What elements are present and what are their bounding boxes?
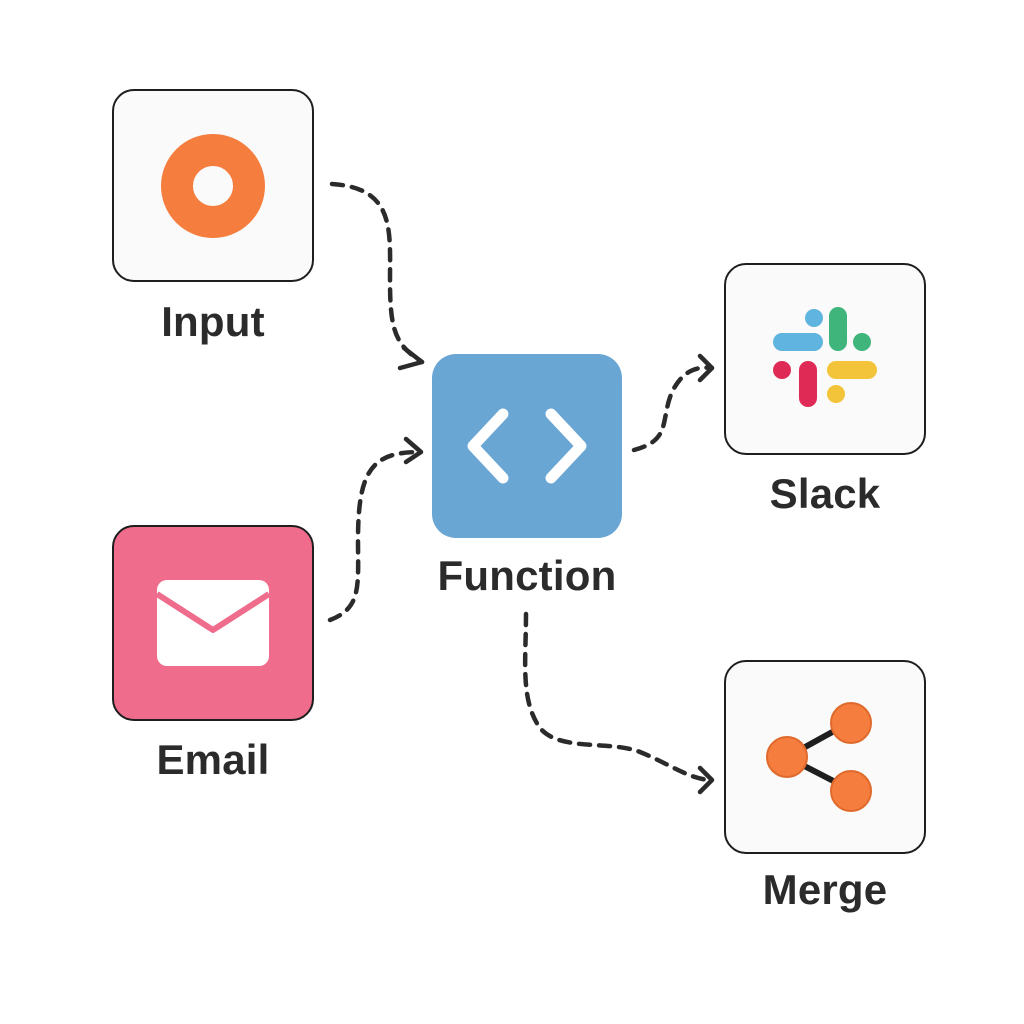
edge-function-to-slack[interactable] [631,365,715,453]
edge-function-to-merge[interactable] [522,611,715,783]
envelope-icon [155,580,271,666]
input-node[interactable] [112,89,314,282]
share-icon [766,702,872,812]
edge-function-to-merge-arrow [697,765,715,795]
email-node[interactable] [112,525,314,721]
edge-email-to-function-arrow [403,436,424,465]
ring-icon [161,133,265,238]
function-node-label: Function [437,552,617,599]
slack-node[interactable] [724,263,926,455]
edge-input-to-function[interactable] [329,181,425,365]
edge-function-to-slack-arrow [697,353,715,383]
merge-node-label: Merge [762,866,888,913]
input-node-label: Input [161,298,265,345]
slack-node-label: Slack [769,470,881,517]
email-node-label: Email [156,736,270,783]
function-node[interactable] [432,354,622,538]
code-brackets-icon [467,408,587,484]
edge-input-to-function-arrow [397,345,425,371]
merge-node[interactable] [724,660,926,854]
slack-logo-icon [773,307,877,407]
